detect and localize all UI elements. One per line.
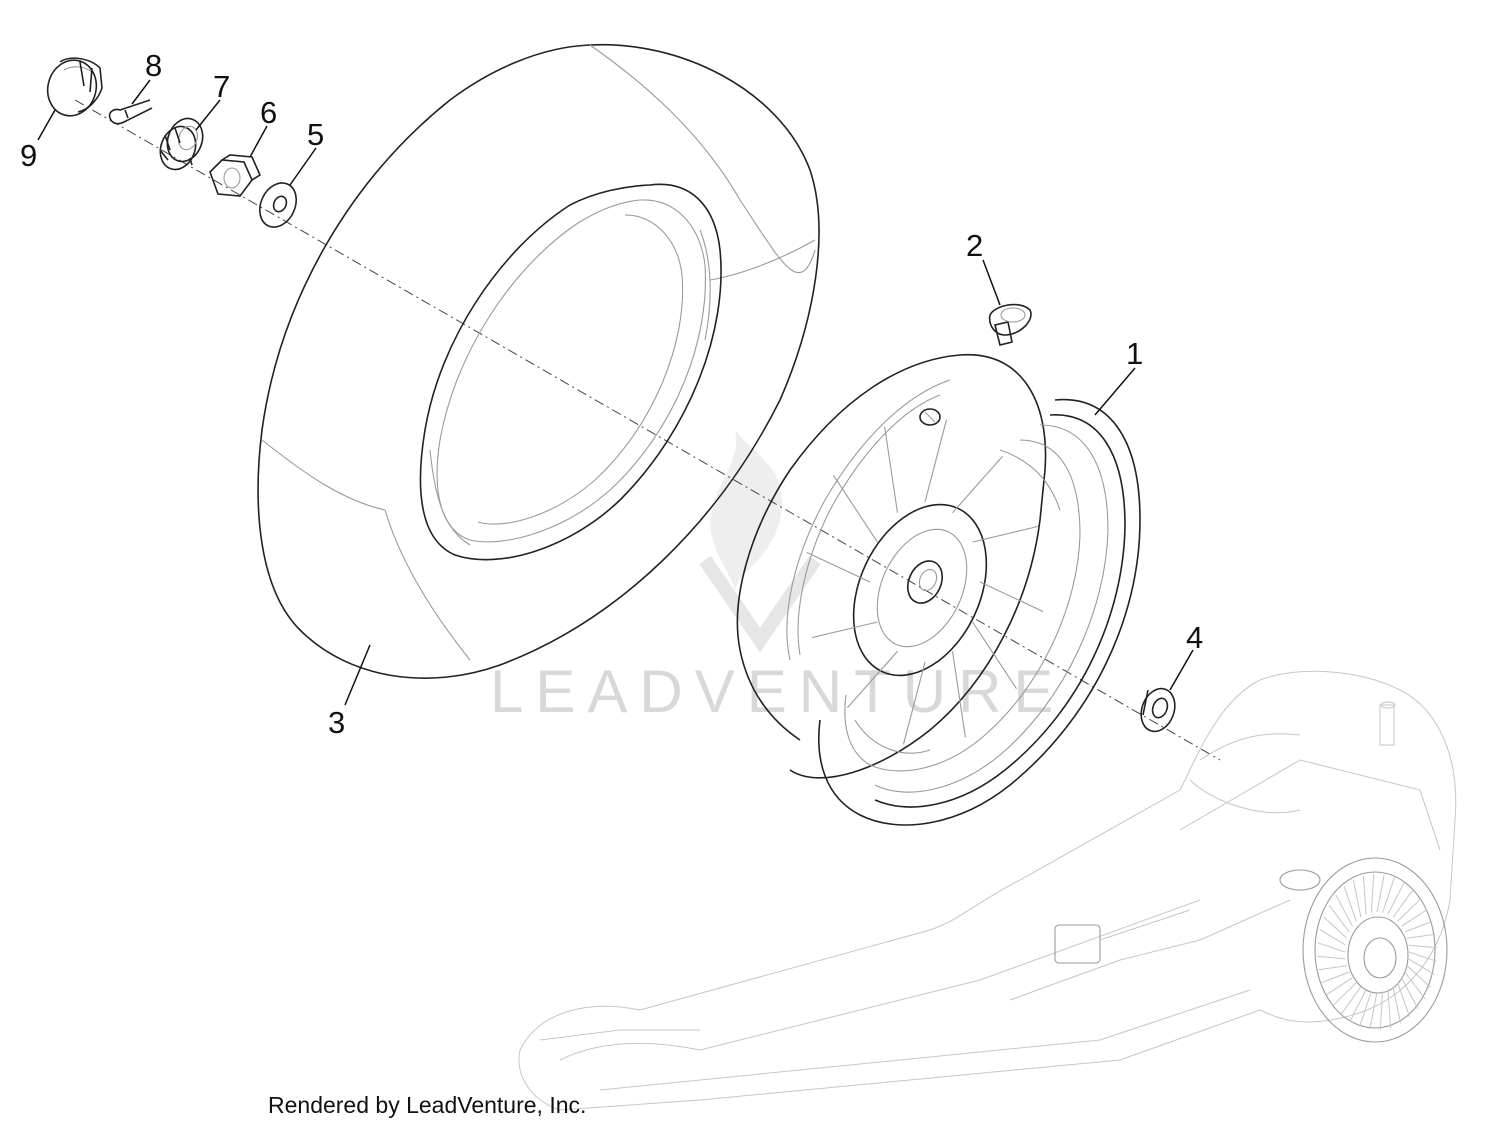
castle-nut-part-7 [159,117,204,171]
callout-4: 4 [1186,620,1203,655]
washer-part-4 [1140,687,1176,733]
render-credit: Rendered by LeadVenture, Inc. [268,1092,587,1118]
cotter-pin-part-8 [108,99,153,125]
callout-2: 2 [966,228,983,263]
hub-cap-part-9 [46,57,103,117]
callout-6: 6 [260,95,277,130]
watermark-text: LEADVENTURE [490,658,1065,725]
callout-labels: 1 2 3 4 5 6 7 8 9 [20,48,1203,740]
tire [257,43,820,679]
callout-9: 9 [20,138,37,173]
callout-3: 3 [328,705,345,740]
leader-lines [37,79,1194,706]
wheel-rim [736,353,1141,826]
callout-7: 7 [213,69,230,104]
assembly-axis [74,99,1221,761]
washer-part-5 [258,182,298,228]
watermark: LEADVENTURE [490,430,1065,725]
nut-part-6 [209,154,262,197]
callout-1: 1 [1126,336,1143,371]
valve-part [988,303,1032,346]
callout-8: 8 [145,48,162,83]
callout-5: 5 [307,117,324,152]
swingarm-engine-background [518,670,1457,1111]
